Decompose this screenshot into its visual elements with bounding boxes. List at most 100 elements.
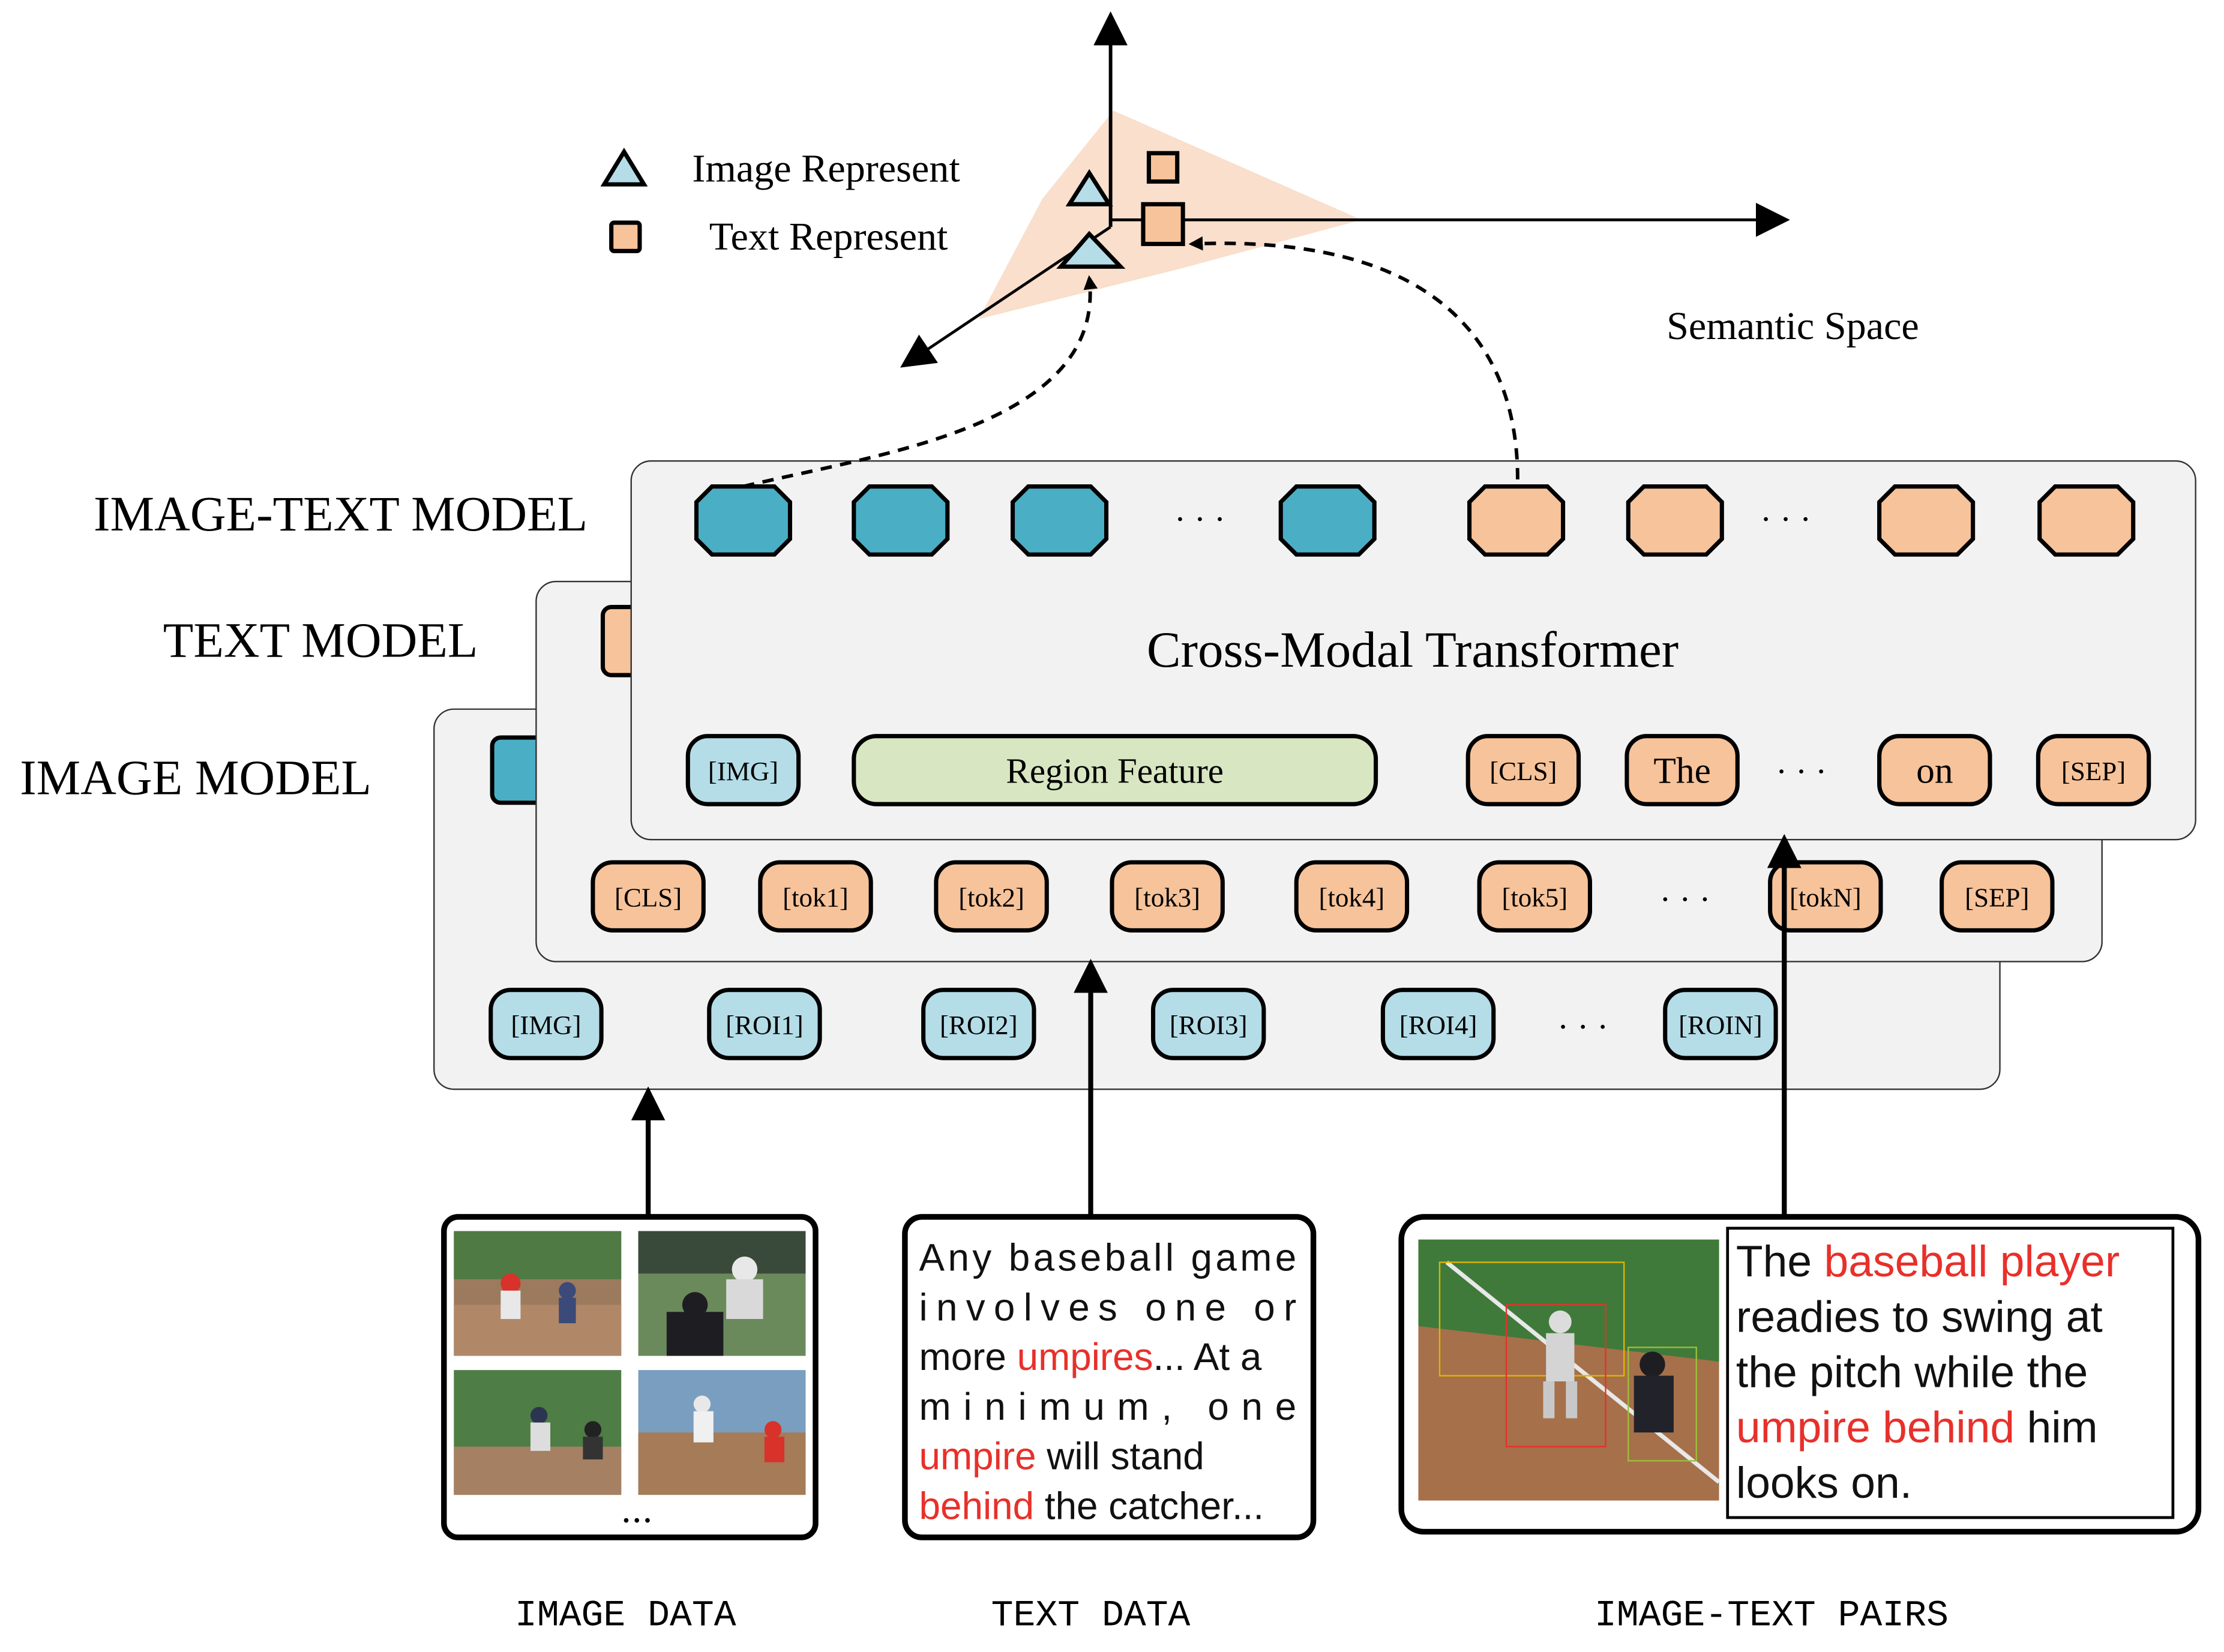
text-data-line-5-a: umpire	[919, 1435, 1036, 1478]
text-data-line-3-c: ... At a	[1153, 1335, 1262, 1378]
image-model-token-label-2: [ROI1]	[726, 1010, 804, 1040]
baseball-photo-3	[454, 1370, 622, 1495]
pairs-photo	[1418, 1239, 1721, 1501]
text-data-line-5: umpire will stand	[919, 1435, 1204, 1478]
baseball-photo-1	[454, 1231, 622, 1356]
output-ellipsis-left: · · ·	[1174, 500, 1225, 538]
cm-img-token	[685, 734, 801, 806]
legend-text-label: Text Represent	[709, 215, 948, 259]
image-data-label: IMAGE DATA	[515, 1596, 736, 1637]
text-data-line-3-a: more	[919, 1335, 1017, 1378]
text-model-token-3	[934, 860, 1049, 933]
text-data-line-6-a: behind	[919, 1484, 1035, 1527]
output-token-text-4	[2037, 484, 2136, 557]
pairs-caption-line-4-b: him	[2015, 1403, 2097, 1452]
text-model-token-label-8: [tokN]	[1790, 882, 1862, 912]
output-token-image-2	[852, 484, 950, 557]
text-represent-marker-2	[1141, 202, 1185, 247]
text-data-line-2: involves one or	[919, 1285, 1297, 1329]
text-model-token-label-3: [tok2]	[958, 882, 1024, 912]
semantic-space-label: Semantic Space	[1666, 304, 1919, 348]
image-model-token-4	[1150, 988, 1266, 1060]
image-data-card: • • •	[441, 1214, 819, 1540]
pairs-caption-line-3: the pitch while the	[1736, 1348, 2088, 1397]
cross-modal-input-tokens: [IMG] Region Feature [CLS] The · · · on …	[685, 734, 2151, 806]
text-model-ellipsis: · · ·	[1659, 880, 1710, 918]
text-model-token-label-1: [CLS]	[615, 882, 682, 912]
image-model-ellipsis: · · ·	[1557, 1008, 1608, 1046]
legend-triangle-icon	[600, 148, 648, 187]
text-projection-arrow	[1188, 236, 1519, 479]
output-tokens: · · · · · ·	[694, 484, 2136, 557]
text-data-line-1: Any baseball game	[919, 1236, 1297, 1279]
output-token-image-4	[1278, 484, 1377, 557]
pairs-caption-line-1: The baseball player	[1736, 1237, 2120, 1286]
text-model-token-label-6: [tok5]	[1501, 882, 1567, 912]
pairs-caption-line-1-b: baseball player	[1824, 1237, 2120, 1286]
cm-region-feature-label: Region Feature	[1006, 751, 1224, 791]
text-model-token-1	[591, 860, 706, 933]
image-model-token-7	[1663, 988, 1778, 1060]
output-token-image-1	[694, 484, 793, 557]
text-model-token-label-2: [tok1]	[783, 882, 849, 912]
text-model-token-9	[1940, 860, 2055, 933]
text-model-token-8	[1768, 860, 1883, 933]
text-model-token-label-5: [tok4]	[1319, 882, 1385, 912]
image-model-token-label-4: [ROI3]	[1170, 1010, 1248, 1040]
cm-sep-token	[2036, 734, 2151, 806]
text-model-token-4	[1110, 860, 1225, 933]
pairs-caption-box	[1726, 1227, 2175, 1519]
image-model-token-label-1: [IMG]	[511, 1010, 581, 1040]
output-token-text-1	[1467, 484, 1566, 557]
text-data-card: Any baseball game involves one or more u…	[902, 1214, 1317, 1540]
cm-cls-token	[1465, 734, 1581, 806]
image-represent-marker-1	[1065, 169, 1113, 206]
text-model-label: TEXT MODEL	[163, 612, 478, 667]
legend: Image Represent Text Represent	[600, 147, 960, 259]
legend-image-label: Image Represent	[692, 147, 960, 191]
cm-cls-token-label: [CLS]	[1489, 756, 1557, 786]
image-model-token-2	[707, 988, 822, 1060]
image-represent-marker-2	[1056, 230, 1126, 269]
cross-modal-title: Cross-Modal Transformer	[1147, 622, 1679, 678]
cm-on-token	[1877, 734, 1992, 806]
output-token-text-3	[1877, 484, 1976, 557]
cm-the-token	[1624, 734, 1740, 806]
text-data-line-6-b: the catcher...	[1034, 1484, 1264, 1527]
image-projection-arrow	[742, 275, 1098, 488]
text-data-label: TEXT DATA	[991, 1596, 1191, 1637]
image-text-pairs-card: The baseball player readies to swing at …	[1398, 1214, 2202, 1535]
text-model-token-label-9: [SEP]	[1965, 882, 2029, 912]
pairs-caption-line-1-a: The	[1736, 1237, 1824, 1286]
image-model-label: IMAGE MODEL	[20, 750, 371, 805]
baseball-photo-2	[638, 1231, 806, 1356]
text-model-token-6	[1477, 860, 1593, 933]
image-model-token-3	[921, 988, 1036, 1060]
text-model-token-5	[1294, 860, 1410, 933]
image-text-model-label: IMAGE-TEXT MODEL	[94, 486, 588, 541]
cm-on-token-label: on	[1916, 751, 1953, 791]
text-model-token-2	[758, 860, 873, 933]
output-ellipsis-right: · · ·	[1760, 500, 1811, 538]
output-token-text-2	[1626, 484, 1724, 557]
text-model-tokens: [CLS] [tok1] [tok2] [tok3] [tok4] [tok5] · · ·…	[591, 860, 2055, 933]
cm-region-feature	[852, 734, 1378, 806]
pairs-caption-line-4: umpire behind him	[1736, 1403, 2098, 1452]
text-data-line-6: behind the catcher...	[919, 1484, 1264, 1527]
image-model-tokens: [IMG][ROI1][ROI2][ROI3][ROI4]· · ·[ROIN]	[488, 988, 1778, 1060]
pairs-caption-line-5: looks on.	[1736, 1458, 1912, 1507]
output-token-image-3	[1010, 484, 1109, 557]
pairs-caption-line-4-a: umpire behind	[1736, 1403, 2015, 1452]
baseball-photo-4	[638, 1370, 806, 1495]
legend-square-icon	[609, 220, 642, 253]
cm-the-token-label: The	[1653, 751, 1711, 791]
text-data-frame	[902, 1214, 1317, 1540]
image-model-token-1	[488, 988, 604, 1060]
pairs-caption-line-2: readies to swing at	[1736, 1292, 2103, 1341]
image-model-token-label-3: [ROI2]	[940, 1010, 1018, 1040]
text-data-line-3: more umpires... At a	[919, 1335, 1262, 1378]
semantic-space: Semantic Space	[900, 11, 1919, 368]
text-data-line-5-b: will stand	[1036, 1435, 1204, 1478]
text-model-token-label-4: [tok3]	[1134, 882, 1200, 912]
